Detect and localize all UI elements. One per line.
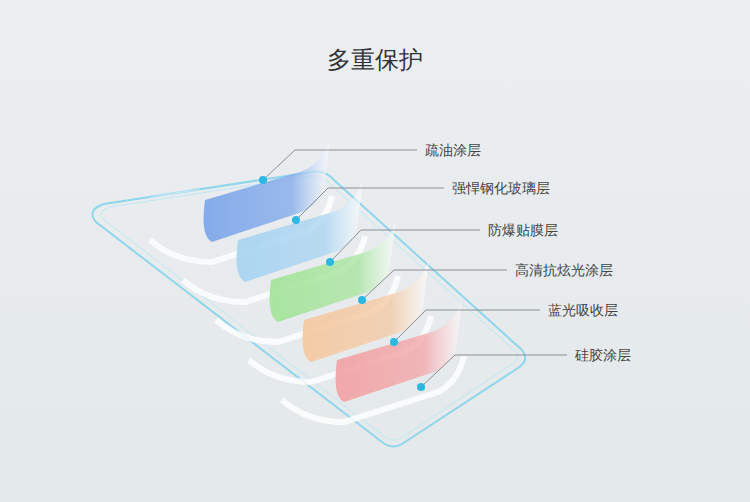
layer-label: 防爆贴膜层 (488, 221, 558, 239)
marker-dot (259, 176, 267, 184)
leader-line (394, 310, 540, 342)
leader-line (296, 188, 444, 220)
leader-line (421, 355, 567, 387)
leader-line (330, 230, 480, 262)
marker-dot (326, 258, 334, 266)
marker-dot (390, 338, 398, 346)
marker-dot (292, 216, 300, 224)
layer-label: 硅胶涂层 (575, 346, 631, 364)
leader-line (362, 270, 507, 300)
phone-outline (92, 172, 525, 447)
marker-dot (358, 296, 366, 304)
marker-dot (417, 383, 425, 391)
layer-label: 蓝光吸收层 (548, 301, 618, 319)
layer-sheet (282, 300, 464, 422)
phone-speaker (150, 190, 200, 198)
layer-label: 疏油涂层 (425, 141, 481, 159)
title: 多重保护 (327, 44, 423, 76)
layer-label: 强悍钢化玻璃层 (452, 179, 550, 197)
leader-line (263, 150, 417, 180)
sheet-face (336, 300, 462, 402)
layer-label: 高清抗炫光涂层 (515, 261, 613, 279)
phone-inner-outline (101, 176, 518, 440)
